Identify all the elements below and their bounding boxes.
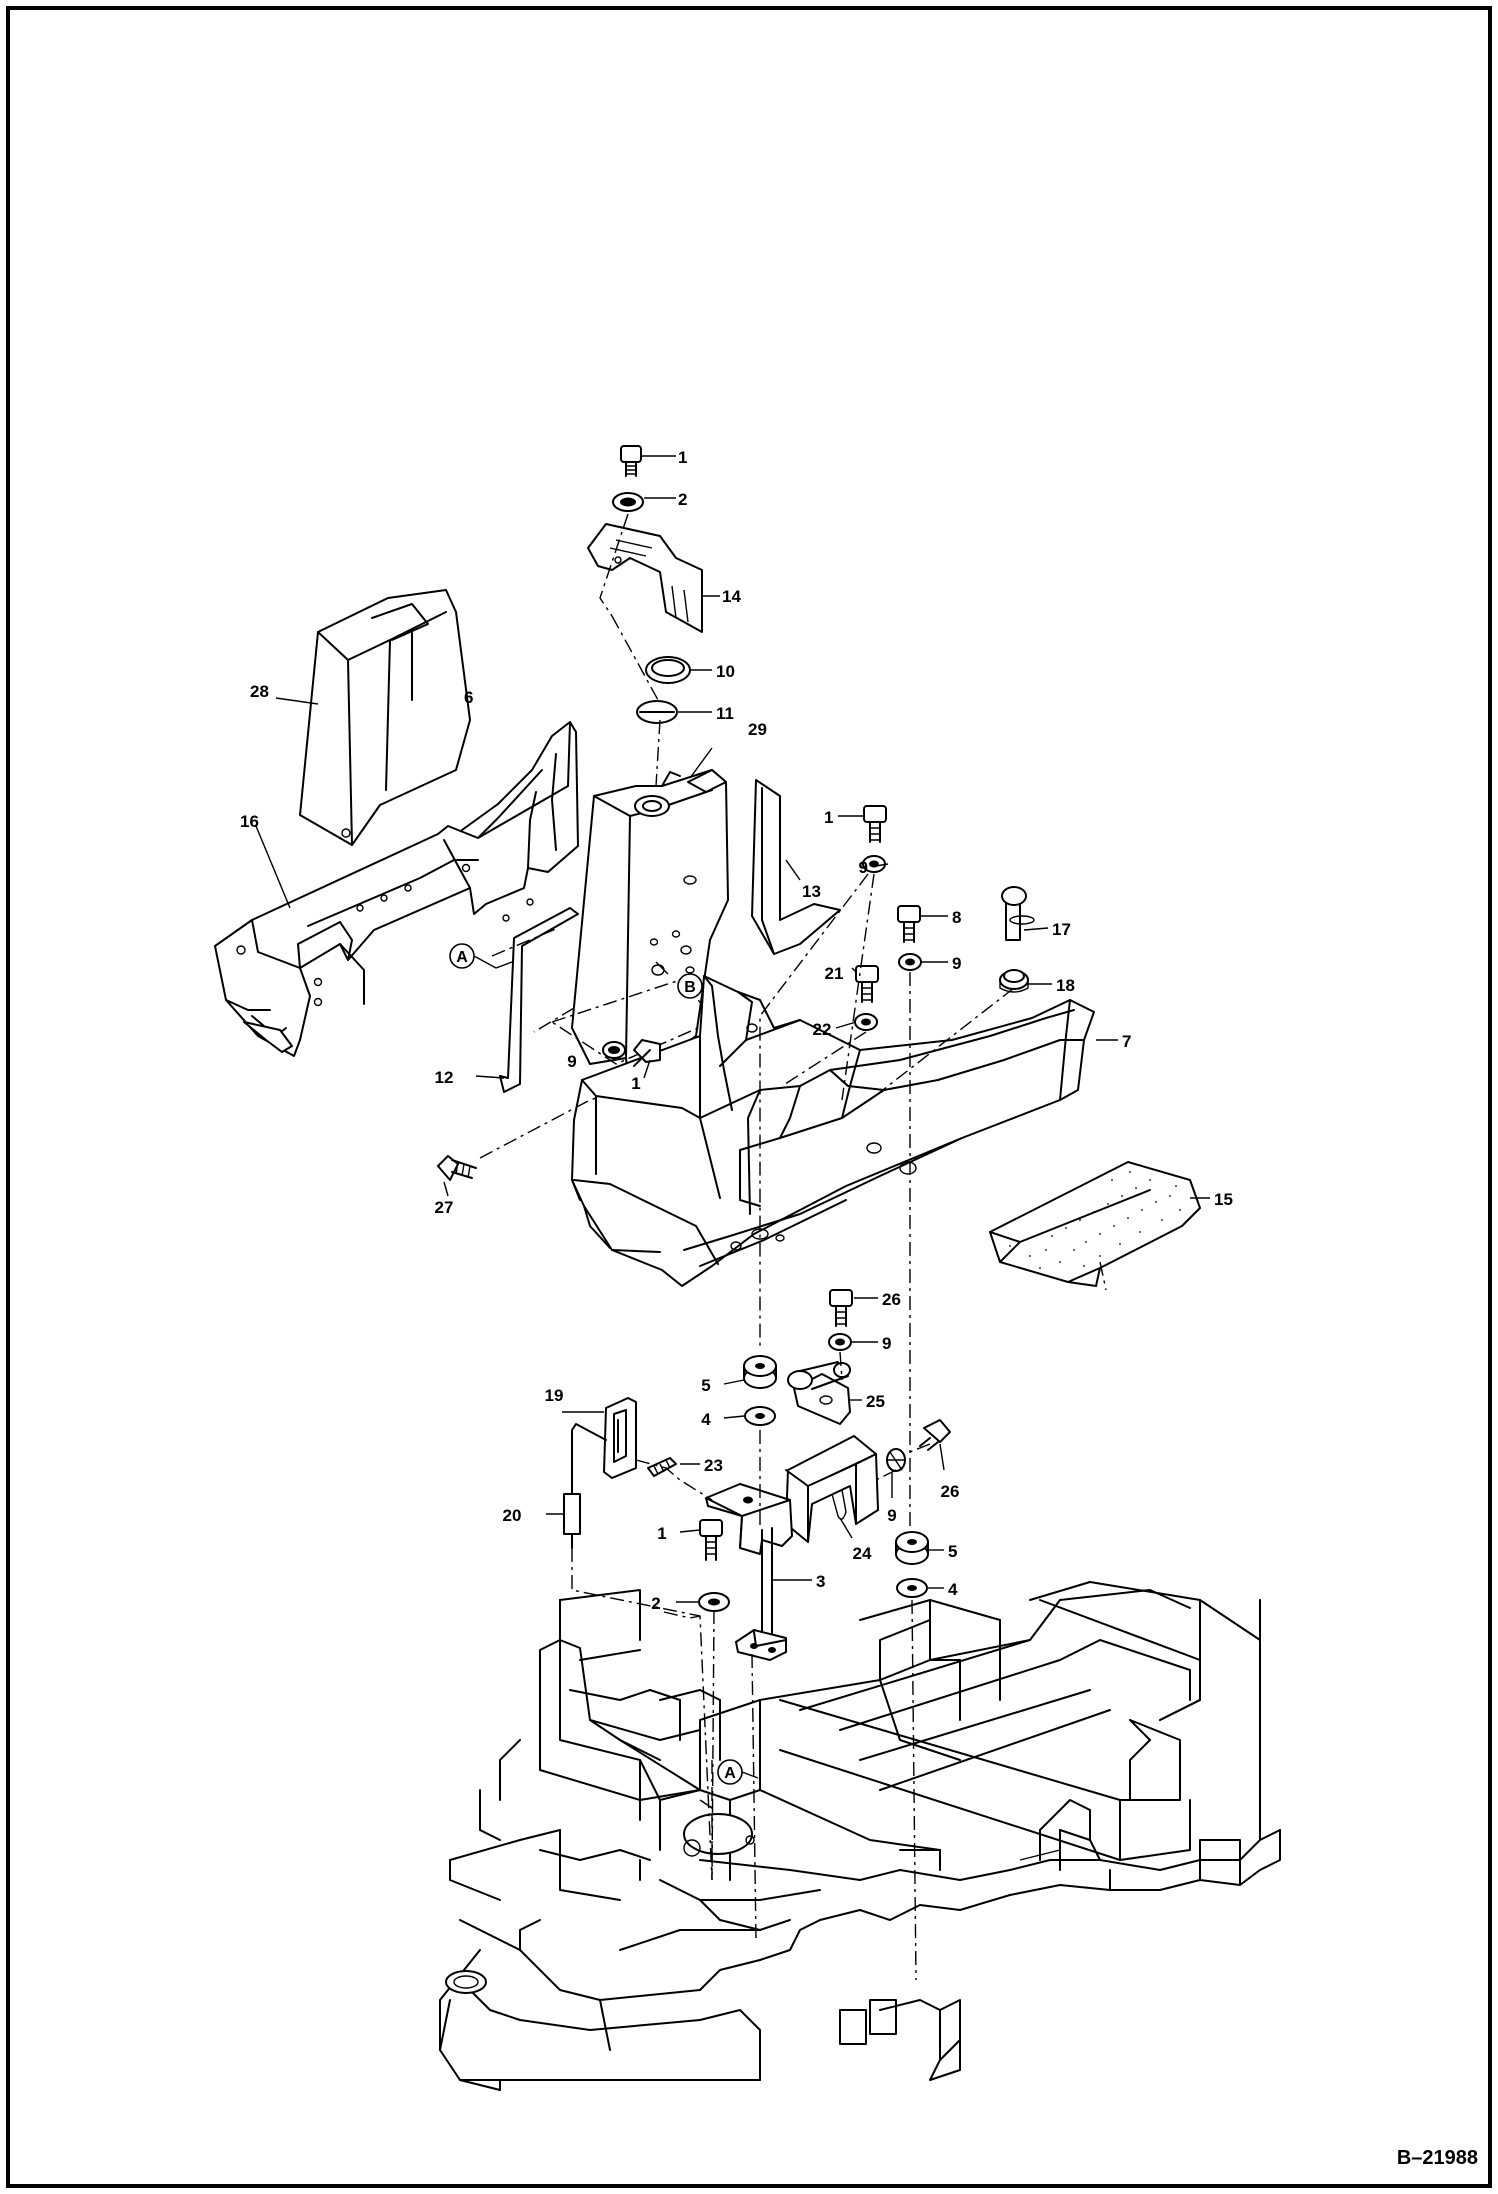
callout-11: 11 bbox=[716, 704, 734, 723]
callout-22: 22 bbox=[813, 1020, 832, 1039]
callout-15: 15 bbox=[1214, 1190, 1233, 1209]
spacer-4-right bbox=[896, 1578, 928, 1598]
console-29 bbox=[550, 769, 729, 1099]
callout-9: 9 bbox=[882, 1334, 891, 1353]
callout-27: 27 bbox=[435, 1198, 454, 1217]
pin-23 bbox=[647, 1457, 677, 1477]
bolt-1-top bbox=[620, 445, 642, 477]
drawing-identifier: B–21988 bbox=[1397, 2147, 1478, 2169]
callout-26: 26 bbox=[882, 1290, 901, 1309]
callout-1: 1 bbox=[678, 448, 687, 467]
callout-20: 20 bbox=[503, 1506, 522, 1525]
reference-label: B bbox=[684, 979, 696, 996]
callout-2: 2 bbox=[678, 490, 687, 509]
sheet-border bbox=[6, 6, 1492, 2188]
callout-9: 9 bbox=[859, 858, 868, 877]
assembly-center-lines bbox=[479, 513, 1107, 1981]
callout-28: 28 bbox=[250, 682, 269, 701]
reference-A-lower: A bbox=[717, 1759, 743, 1785]
cap-11 bbox=[636, 700, 678, 724]
floor-mat-15 bbox=[989, 1161, 1201, 1287]
rod-12 bbox=[499, 907, 579, 1093]
callout-12: 12 bbox=[435, 1068, 454, 1087]
callout-19: 19 bbox=[545, 1386, 564, 1405]
callout-23: 23 bbox=[704, 1456, 723, 1475]
cover-28 bbox=[299, 589, 471, 846]
grommet-18 bbox=[999, 969, 1029, 993]
reference-A-upper: A bbox=[449, 943, 475, 969]
washer-2-lower bbox=[698, 1592, 730, 1612]
bar-13 bbox=[751, 779, 841, 955]
callout-5: 5 bbox=[948, 1542, 957, 1561]
callout-9: 9 bbox=[952, 954, 961, 973]
leader-lines bbox=[255, 455, 1210, 1779]
mount-5-left bbox=[743, 1355, 777, 1389]
callout-17: 17 bbox=[1052, 920, 1071, 939]
callout-24: 24 bbox=[853, 1544, 872, 1563]
callout-9: 9 bbox=[887, 1506, 896, 1525]
callout-1: 1 bbox=[657, 1524, 666, 1543]
callout-13: 13 bbox=[802, 882, 821, 901]
reference-label: A bbox=[456, 949, 468, 966]
bracket-25 bbox=[787, 1361, 851, 1425]
bracket-14 bbox=[587, 523, 703, 633]
bolt-1-console bbox=[602, 1039, 661, 1067]
callout-16: 16 bbox=[240, 812, 259, 831]
callout-2: 2 bbox=[651, 1594, 660, 1613]
bolt-27 bbox=[437, 1155, 477, 1181]
callout-29: 29 bbox=[748, 720, 767, 739]
callouts: 1 2 14 10 11 29 28 6 16 1 9 13 8 9 17 18… bbox=[240, 448, 1233, 1613]
callout-4: 4 bbox=[701, 1410, 711, 1429]
callout-4: 4 bbox=[948, 1580, 958, 1599]
callout-8: 8 bbox=[952, 908, 961, 927]
reference-label: A bbox=[724, 1765, 736, 1782]
callout-3: 3 bbox=[816, 1572, 825, 1591]
callout-9: 9 bbox=[567, 1052, 576, 1071]
callout-26: 26 bbox=[941, 1482, 960, 1501]
mount-5-right bbox=[895, 1531, 929, 1565]
bolt-1-lower bbox=[699, 1519, 723, 1561]
upper-structure-frame bbox=[439, 1581, 1281, 2091]
bolt-26-upper bbox=[828, 1289, 853, 1351]
callout-1: 1 bbox=[631, 1074, 640, 1093]
nut-9-right bbox=[886, 1448, 906, 1472]
pin-17 bbox=[1001, 886, 1035, 941]
lever-19 bbox=[603, 1397, 637, 1479]
reference-B: B bbox=[677, 973, 703, 999]
callout-6: 6 bbox=[464, 688, 473, 707]
bolt-1-mid bbox=[863, 805, 887, 843]
side-panel-6-16 bbox=[214, 721, 579, 1057]
callout-1: 1 bbox=[824, 808, 833, 827]
spacer-4-left bbox=[744, 1406, 776, 1426]
bolt-8 bbox=[897, 905, 922, 971]
callout-7: 7 bbox=[1122, 1032, 1131, 1051]
rod-3 bbox=[735, 1527, 787, 1661]
callout-10: 10 bbox=[716, 662, 735, 681]
callout-21: 21 bbox=[825, 964, 844, 983]
callout-18: 18 bbox=[1056, 976, 1075, 995]
floor-frame-7 bbox=[571, 975, 1095, 1287]
bolt-21 bbox=[855, 965, 879, 1003]
cable-20 bbox=[563, 1423, 607, 1549]
callout-14: 14 bbox=[722, 587, 741, 606]
callout-5: 5 bbox=[701, 1376, 710, 1395]
ring-10 bbox=[645, 656, 691, 684]
bolt-26-right bbox=[919, 1419, 951, 1451]
callout-25: 25 bbox=[866, 1392, 885, 1411]
washer-22 bbox=[854, 1013, 878, 1031]
washer-2-top bbox=[612, 492, 644, 512]
